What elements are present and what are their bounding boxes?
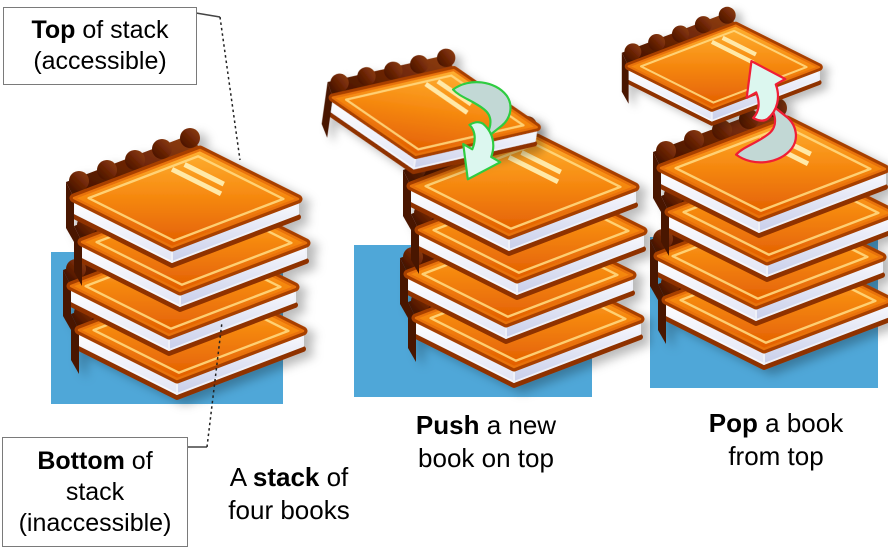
bottom-of-stack-label: Bottom of stack (inaccessible) [2, 437, 188, 547]
top-of-stack-label-line2: (accessible) [33, 47, 167, 75]
push-caption: Push a new book on top [366, 409, 606, 475]
connector-top-of-stack [195, 12, 241, 161]
push-caption-line2: book on top [418, 443, 554, 473]
top-of-stack-label: Top of stack (accessible) [3, 7, 197, 85]
connector-bottom-of-stack [187, 321, 223, 448]
bottom-of-stack-label-line1: Bottom of [37, 446, 153, 475]
pop-caption: Pop a book from top [656, 407, 888, 473]
popped-book-icon [622, 7, 819, 123]
top-of-stack-label-line1: Top of stack [31, 16, 169, 44]
bottom-of-stack-label-line3: (inaccessible) [18, 508, 172, 537]
bottom-of-stack-label-line2: stack [65, 477, 125, 506]
stack-caption-line1: A stack of [229, 462, 349, 492]
pop-caption-line1: Pop a book [708, 408, 844, 438]
pop-caption-line2: from top [728, 441, 824, 471]
stack-caption-line2: four books [228, 495, 350, 525]
stack-caption: A stack of four books [169, 461, 409, 527]
book-stack-left [63, 128, 306, 397]
push-caption-line1: Push a new [415, 410, 557, 440]
